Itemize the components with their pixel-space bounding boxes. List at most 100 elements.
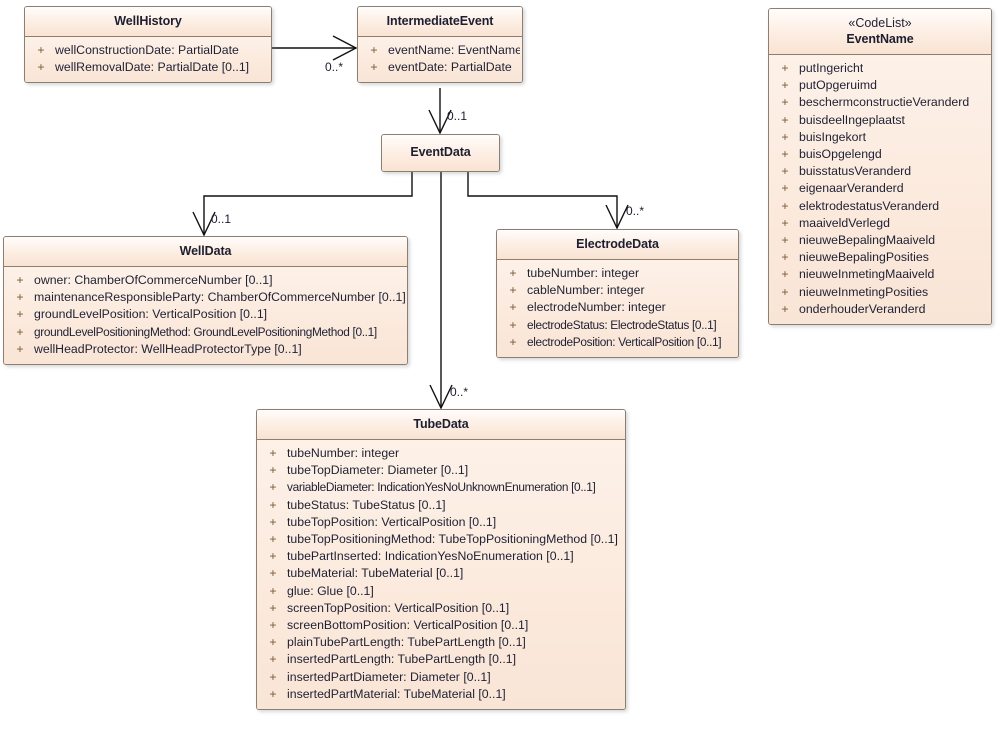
attribute-signature: electrodePosition: VerticalPosition [0..… — [527, 334, 722, 349]
attribute-signature: wellHeadProtector: WellHeadProtectorType… — [34, 341, 302, 356]
class-attributes-intermediate-event: + eventName: EventName + eventDate: Part… — [358, 37, 522, 83]
attribute-row: +electrodeStatus: ElectrodeStatus [0..1] — [499, 317, 736, 334]
class-header-well-history: WellHistory — [25, 7, 271, 37]
attribute-row: + wellConstructionDate: PartialDate — [27, 42, 269, 59]
visibility-marker: + — [16, 341, 24, 356]
visibility-marker: + — [269, 480, 277, 495]
attribute-signature: buisstatusVeranderd — [799, 164, 912, 179]
visibility-marker: + — [781, 198, 789, 213]
visibility-marker: + — [781, 284, 789, 299]
attribute-signature: screenTopPosition: VerticalPosition [0..… — [287, 600, 510, 615]
attribute-row: +nieuweBepalingPosities — [771, 249, 989, 266]
class-name-intermediate-event: IntermediateEvent — [386, 14, 494, 28]
attribute-signature: variableDiameter: IndicationYesNoUnknown… — [287, 480, 596, 495]
class-attributes-electrode-data: +tubeNumber: integer + cableNumber: integ… — [497, 260, 738, 358]
visibility-marker: + — [269, 549, 277, 564]
attribute-row: + tubeStatus: TubeStatus [0..1] — [259, 497, 623, 514]
visibility-marker: + — [16, 324, 24, 339]
attribute-row: +nieuweBepalingMaaiveld — [771, 232, 989, 249]
attribute-row: +tubeTopPositioningMethod: TubeTopPositi… — [259, 531, 623, 548]
visibility-marker: + — [781, 267, 789, 282]
attribute-row: +tubePartInserted: IndicationYesNoEnumer… — [259, 548, 623, 565]
attribute-row: +tubeNumber: integer — [499, 265, 736, 282]
attribute-signature: cableNumber: integer — [527, 283, 645, 298]
class-event-name-codelist[interactable]: «CodeList» EventName +putIngericht +putO… — [768, 8, 992, 326]
visibility-marker: + — [781, 112, 789, 127]
attribute-signature: tubeTopDiameter: Diameter [0..1] — [287, 463, 469, 478]
class-header-tube-data: TubeData — [257, 410, 625, 440]
attribute-row: +buisdeelIngeplaatst — [771, 112, 989, 129]
attribute-row: +owner: ChamberOfCommerceNumber [0..1] — [6, 272, 405, 289]
attribute-signature: groundLevelPosition: VerticalPosition [0… — [34, 307, 268, 322]
visibility-marker: + — [269, 566, 277, 581]
attribute-signature: nieuweInmetingMaaiveld — [799, 267, 935, 282]
attribute-row: +screenTopPosition: VerticalPosition [0.… — [259, 600, 623, 617]
attribute-signature: plainTubePartLength: TubePartLength [0..… — [287, 635, 526, 650]
visibility-marker: + — [781, 215, 789, 230]
class-electrode-data[interactable]: ElectrodeData +tubeNumber: integer + cabl… — [496, 229, 739, 359]
class-name-well-data: WellData — [179, 244, 232, 258]
attribute-signature: buisIngekort — [799, 129, 866, 144]
class-well-history[interactable]: WellHistory + wellConstructionDate: Part… — [24, 6, 272, 84]
attribute-signature: elektrodestatusVeranderd — [799, 198, 940, 213]
attribute-row: +electrodePosition: VerticalPosition [0.… — [499, 334, 736, 351]
attribute-signature: wellConstructionDate: PartialDate — [55, 43, 239, 57]
visibility-marker: + — [269, 497, 277, 512]
class-name-well-history: WellHistory — [114, 14, 182, 28]
attribute-signature: tubeTopPositioningMethod: TubeTopPositio… — [287, 532, 618, 547]
attribute-row: +insertedPartLength: TubePartLength [0..… — [259, 651, 623, 668]
multiplicity-eventdata-tubedata: 0..* — [450, 385, 469, 399]
attribute-row: +plainTubePartLength: TubePartLength [0.… — [259, 634, 623, 651]
visibility-marker: + — [781, 61, 789, 75]
attribute-signature: eventName: EventName — [388, 43, 520, 57]
attribute-signature: putOpgeruimd — [799, 78, 877, 93]
visibility-marker: + — [269, 446, 277, 460]
class-stereotype-event-name: «CodeList» — [848, 16, 912, 30]
class-header-well-data: WellData — [4, 237, 407, 267]
class-tube-data[interactable]: TubeData +tubeNumber: integer +tubeTopDi… — [256, 409, 626, 711]
arrowhead-eventdata-tubedata — [429, 384, 453, 410]
class-name-event-data: EventData — [410, 145, 471, 159]
class-well-data[interactable]: WellData +owner: ChamberOfCommerceNumber… — [3, 236, 408, 366]
visibility-marker: + — [269, 583, 277, 598]
visibility-marker: + — [269, 618, 277, 633]
attribute-row: +tubeTopDiameter: Diameter [0..1] — [259, 462, 623, 479]
visibility-marker: + — [16, 273, 24, 287]
attribute-row: + elektrodestatusVeranderd — [771, 198, 989, 215]
attribute-signature: electrodeNumber: integer — [527, 300, 666, 315]
attribute-row: +screenBottomPosition: VerticalPosition … — [259, 617, 623, 634]
class-name-electrode-data: ElectrodeData — [576, 237, 659, 251]
attribute-row: + electrodeNumber: integer — [499, 299, 736, 316]
attribute-row: + nieuweInmetingMaaiveld — [771, 266, 989, 283]
attribute-row: + putIngericht — [771, 60, 989, 77]
attribute-signature: putIngericht — [799, 61, 864, 75]
attribute-signature: tubeNumber: integer — [527, 266, 640, 280]
attribute-signature: eventDate: PartialDate — [388, 60, 512, 75]
attribute-row: +eigenaarVeranderd — [771, 180, 989, 197]
class-header-electrode-data: ElectrodeData — [497, 230, 738, 260]
visibility-marker: + — [781, 250, 789, 265]
attribute-row: +putOpgeruimd — [771, 77, 989, 94]
attribute-signature: tubeStatus: TubeStatus [0..1] — [287, 497, 446, 512]
visibility-marker: + — [37, 43, 45, 57]
attribute-row: +tubeMaterial: TubeMaterial [0..1] — [259, 565, 623, 582]
visibility-marker: + — [370, 60, 378, 75]
class-attributes-event-name: +putIngericht +putOpgeruimd +beschermcon… — [769, 55, 991, 325]
class-event-data[interactable]: EventData — [381, 134, 500, 172]
attribute-signature: electrodeStatus: ElectrodeStatus [0..1] — [527, 317, 717, 332]
connector-eventdata-welldata — [203, 168, 413, 235]
visibility-marker: + — [16, 290, 24, 305]
visibility-marker: + — [269, 686, 277, 701]
attribute-row: +tubeTopPosition: VerticalPosition [0..1… — [259, 514, 623, 531]
attribute-row: +maintenanceResponsibleParty: ChamberOfC… — [6, 289, 405, 306]
visibility-marker: + — [509, 300, 517, 315]
visibility-marker: + — [781, 233, 789, 248]
attribute-signature: insertedPartMaterial: TubeMaterial [0..1… — [287, 686, 506, 701]
attribute-row: +buisOpgelengd — [771, 146, 989, 163]
class-intermediate-event[interactable]: IntermediateEvent + eventName: EventName… — [357, 6, 523, 84]
visibility-marker: + — [781, 301, 789, 316]
visibility-marker: + — [781, 181, 789, 196]
connector-eventdata-electrodedata — [467, 168, 618, 228]
visibility-marker: + — [269, 669, 277, 684]
